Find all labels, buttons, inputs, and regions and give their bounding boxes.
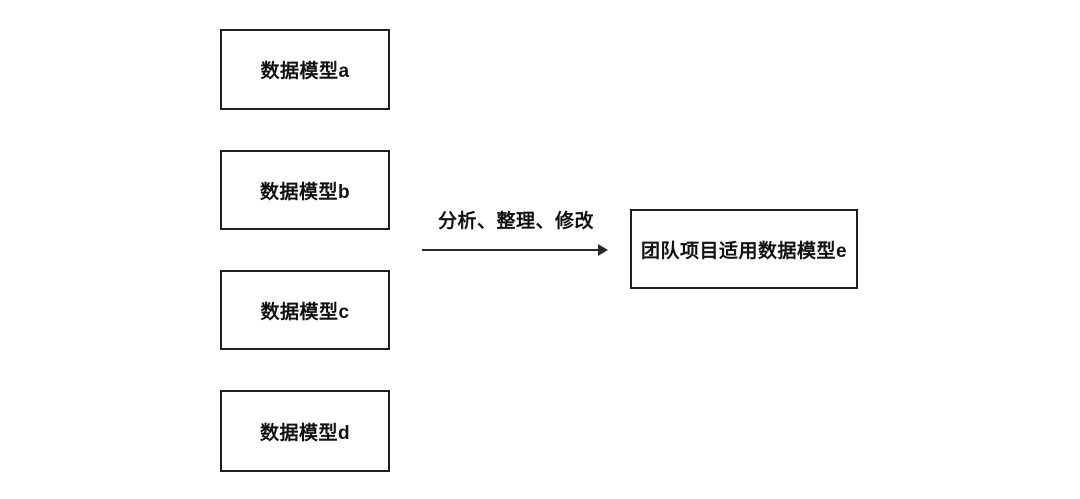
node-label: 数据模型d xyxy=(259,422,351,444)
node-label: 数据模型b xyxy=(259,181,351,203)
node-label: 数据模型a xyxy=(260,61,350,82)
arrow-line xyxy=(422,249,600,251)
node-data-model-c: 数据模型c xyxy=(220,270,390,350)
arrow-head-icon xyxy=(598,244,608,256)
node-data-model-b: 数据模型b xyxy=(220,150,390,230)
node-label: 团队项目适用数据模型e xyxy=(640,240,848,262)
node-data-model-a: 数据模型a xyxy=(220,29,390,110)
node-label: 数据模型c xyxy=(260,301,350,323)
node-data-model-d: 数据模型d xyxy=(220,390,390,472)
arrow-label: 分析、整理、修改 xyxy=(437,211,594,232)
node-team-project-model-e: 团队项目适用数据模型e xyxy=(630,209,858,289)
